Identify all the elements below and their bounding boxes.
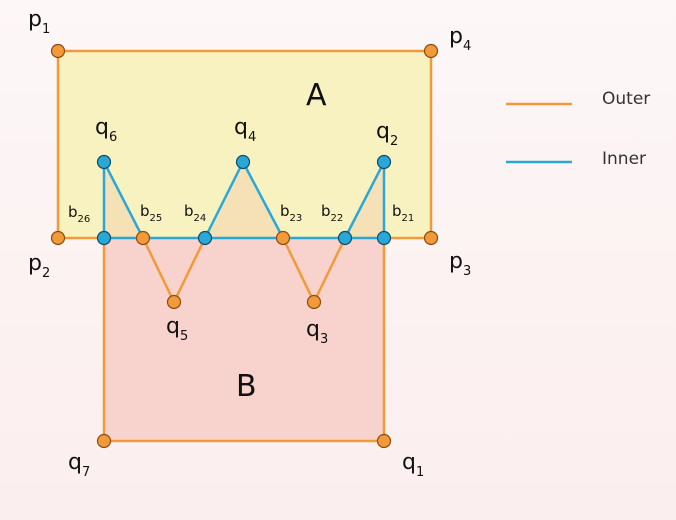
vertex-b21 bbox=[376, 230, 392, 246]
label-q3: q3 bbox=[306, 317, 328, 347]
vertex-p1 bbox=[50, 43, 66, 59]
label-p4: p4 bbox=[449, 24, 471, 54]
label-q1: q1 bbox=[402, 450, 424, 480]
label-q7: q7 bbox=[68, 450, 90, 480]
inner-vertices bbox=[96, 154, 392, 246]
label-q6: q6 bbox=[95, 115, 117, 145]
vertex-p4 bbox=[423, 43, 439, 59]
label-p3: p3 bbox=[449, 249, 471, 279]
label-q4: q4 bbox=[234, 115, 256, 145]
vertex-q2 bbox=[376, 154, 392, 170]
region-a-label: A bbox=[306, 78, 327, 113]
vertex-q6 bbox=[96, 154, 112, 170]
region-b-label: B bbox=[236, 369, 257, 404]
vertex-b22 bbox=[337, 230, 353, 246]
vertex-b24 bbox=[197, 230, 213, 246]
vertex-q3 bbox=[306, 294, 322, 310]
label-q5: q5 bbox=[166, 314, 188, 344]
outer-boundary-b bbox=[102, 238, 386, 443]
label-p1: p1 bbox=[28, 7, 50, 37]
legend: Outer Inner bbox=[506, 89, 650, 169]
label-b22: b22 bbox=[321, 202, 343, 224]
vertex-q7 bbox=[96, 433, 112, 449]
outer-boundary-a bbox=[56, 49, 433, 238]
vertex-b26 bbox=[96, 230, 112, 246]
legend-inner-label: Inner bbox=[602, 149, 646, 169]
outer-vertices bbox=[50, 43, 439, 449]
vertex-b23 bbox=[275, 230, 291, 246]
vertex-p3 bbox=[423, 230, 439, 246]
legend-outer-label: Outer bbox=[602, 89, 650, 109]
overlap-triangle-q4 bbox=[205, 162, 283, 238]
label-b24: b24 bbox=[184, 202, 206, 224]
region-b-fill bbox=[104, 238, 384, 441]
label-b21: b21 bbox=[392, 202, 414, 224]
vertex-p2 bbox=[50, 230, 66, 246]
vertex-q4 bbox=[235, 154, 251, 170]
vertex-q5 bbox=[166, 294, 182, 310]
vertex-b25 bbox=[135, 230, 151, 246]
label-p2: p2 bbox=[28, 251, 50, 281]
label-b25: b25 bbox=[140, 202, 162, 224]
vertex-q1 bbox=[376, 433, 392, 449]
label-q2: q2 bbox=[376, 119, 398, 149]
label-b26: b26 bbox=[68, 203, 90, 225]
label-b23: b23 bbox=[280, 202, 302, 224]
